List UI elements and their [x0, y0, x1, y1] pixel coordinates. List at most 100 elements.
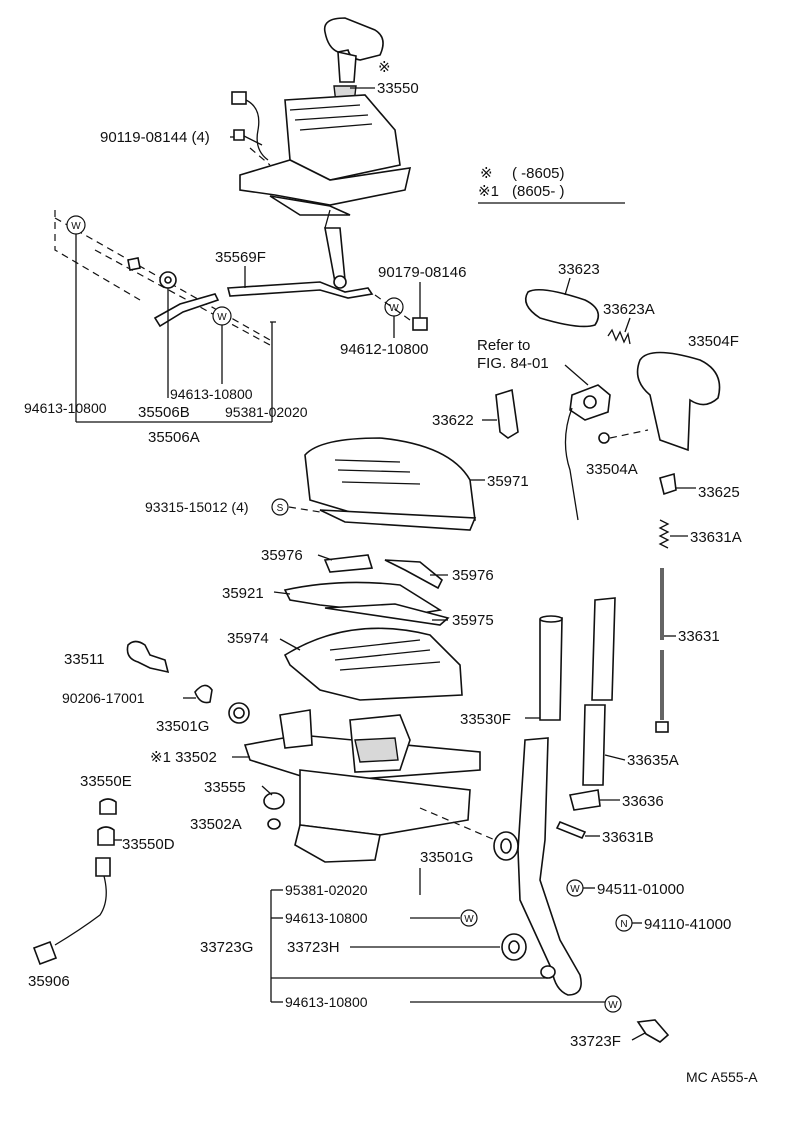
bulb-33550E — [99, 798, 117, 815]
label-33550D: 33550D — [122, 836, 175, 853]
label-33622: 33622 — [432, 412, 474, 429]
rod-33631 — [655, 568, 669, 733]
lever-tube-33530F — [539, 615, 563, 721]
clip-33625 — [659, 472, 677, 496]
washer-icon — [460, 909, 478, 927]
label-33723F: 33723F — [570, 1033, 621, 1050]
label-33723G: 33723G — [200, 939, 253, 956]
legend-row1-mark: ※ — [480, 165, 493, 182]
collar-33555 — [263, 792, 285, 810]
label-94612-10800: 94612-10800 — [340, 341, 428, 358]
label-33625: 33625 — [698, 484, 740, 501]
label-33631A: 33631A — [690, 529, 742, 546]
pin-33631B — [555, 820, 587, 840]
screw-33504A — [598, 429, 649, 444]
base-plate-33502 — [243, 709, 481, 863]
label-35975: 35975 — [452, 612, 494, 629]
knob-33504F — [636, 351, 721, 452]
wire-35906 — [32, 857, 111, 966]
label-33636: 33636 — [622, 793, 664, 810]
label-35976-b: 35976 — [452, 567, 494, 584]
figure-code: MC A555-A — [686, 1069, 758, 1085]
refer-to-line1: Refer to — [477, 337, 530, 354]
label-93315-15012: 93315-15012 (4) — [145, 499, 249, 515]
label-94511-01000: 94511-01000 — [597, 881, 684, 898]
label-33511: 33511 — [64, 651, 105, 668]
label-35976-a: 35976 — [261, 547, 303, 564]
label-94613-10800-c: 94613-10800 — [285, 910, 368, 926]
bushing-33723H — [501, 933, 527, 961]
bolt-33511 — [126, 640, 170, 674]
legend-range-note: ※ ( -8605) ※1 (8605- ) — [478, 165, 625, 204]
wire-connector-top — [231, 91, 269, 161]
label-94613-10800-d: 94613-10800 — [285, 994, 368, 1010]
legend-row2-mark: ※1 — [478, 183, 499, 200]
label-35906: 35906 — [28, 973, 70, 990]
washer-mark: W — [217, 312, 227, 323]
label-33631: 33631 — [678, 628, 720, 645]
cover-33622 — [495, 388, 519, 439]
cover-35971 — [304, 437, 477, 531]
label-33623: 33623 — [558, 261, 600, 278]
linkage-group-35506A: W W — [54, 210, 276, 346]
label-94613-10800-a: 94613-10800 — [170, 386, 253, 402]
label-35974: 35974 — [227, 630, 269, 647]
label-33555: 33555 — [204, 779, 246, 796]
label-35921: 35921 — [222, 585, 264, 602]
socket-33550D — [97, 826, 115, 846]
refer-to-line2: FIG. 84-01 — [477, 355, 549, 372]
slide-plates — [283, 554, 450, 626]
collar-small — [540, 965, 556, 979]
label-33631B: 33631B — [602, 829, 654, 846]
rod-35569F — [226, 281, 374, 299]
spring-33623A — [607, 328, 631, 345]
label-90179-08146: 90179-08146 — [378, 264, 466, 281]
nut-33502A — [267, 818, 281, 830]
label-33635A: 33635A — [627, 752, 679, 769]
washer-mark: W — [608, 1000, 618, 1011]
label-33501G-a: 33501G — [156, 718, 209, 735]
shift-lever-arm — [517, 737, 582, 996]
washer-mark: W — [464, 914, 474, 925]
screw-mark-icon — [271, 498, 289, 516]
label-95381-02020-b: 95381-02020 — [285, 882, 368, 898]
bushing-33501G-a — [228, 702, 250, 724]
label-95381-02020-a: 95381-02020 — [225, 404, 308, 420]
legend-asterisk-33550: ※ — [378, 59, 391, 76]
label-33723H: 33723H — [287, 939, 340, 956]
pin-90179: W — [374, 282, 428, 331]
label-35569F: 35569F — [215, 249, 266, 266]
label-90206-17001: 90206-17001 — [62, 690, 145, 706]
legend-row1-range: ( -8605) — [512, 165, 565, 182]
washer-mark: W — [570, 884, 580, 895]
washer-mark: W — [389, 303, 399, 314]
label-33501G-b: 33501G — [420, 849, 473, 866]
label-94110-41000: 94110-41000 — [644, 916, 731, 933]
bushing-33501G-b — [493, 831, 519, 861]
label-33502: ※1 33502 — [150, 749, 217, 766]
label-33530F: 33530F — [460, 711, 511, 728]
pin-33723F — [636, 1019, 670, 1043]
label-33502A: 33502A — [190, 816, 242, 833]
label-35506A: 35506A — [148, 429, 200, 446]
indicator-35974 — [283, 627, 463, 701]
label-94613-10800-b: 94613-10800 — [24, 400, 107, 416]
upper-console-housing — [239, 94, 412, 289]
legend-row2-range: (8605- ) — [512, 183, 565, 200]
clamp-33636 — [569, 789, 601, 811]
label-33550: 33550 — [377, 80, 419, 97]
washer-mark: W — [71, 221, 81, 232]
plate-33635A — [582, 597, 616, 786]
grommet-90206 — [194, 684, 213, 704]
switch-assembly — [564, 384, 611, 521]
nut-mark: N — [620, 919, 627, 930]
washer-icon — [604, 995, 622, 1013]
label-33504F: 33504F — [688, 333, 739, 350]
label-33504A: 33504A — [586, 461, 638, 478]
label-33550E: 33550E — [80, 773, 132, 790]
label-33623A: 33623A — [603, 301, 655, 318]
label-35971: 35971 — [487, 473, 529, 490]
label-35506B: 35506B — [138, 404, 190, 421]
